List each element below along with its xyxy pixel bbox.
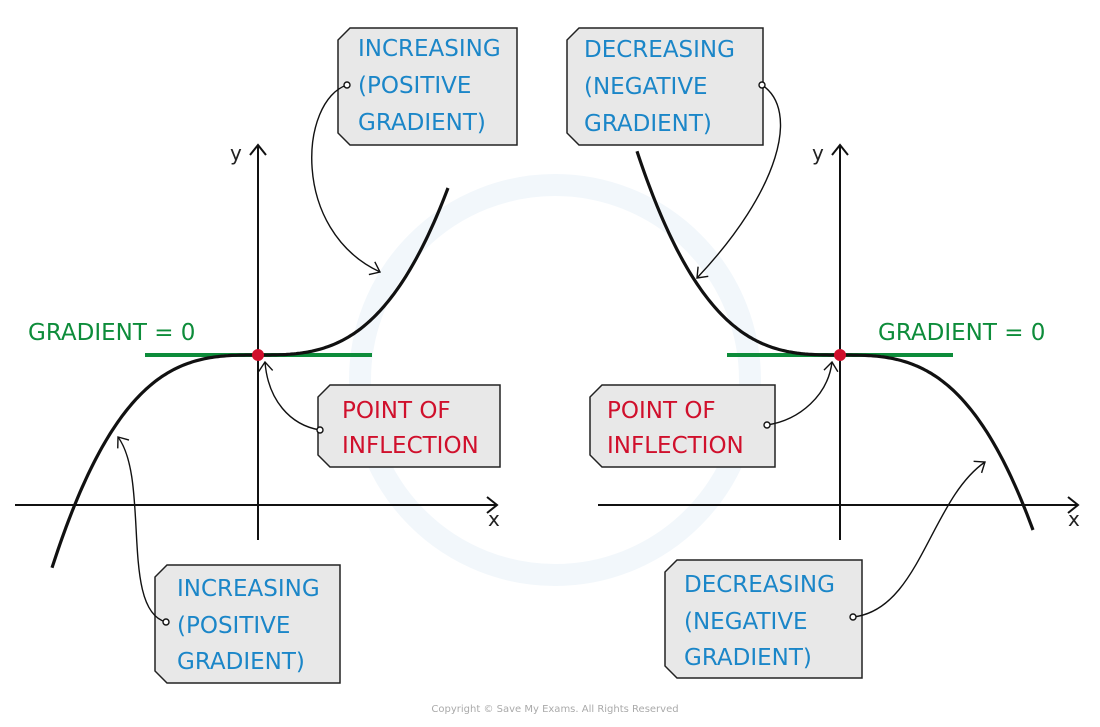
box-line: (NEGATIVE	[584, 74, 708, 100]
right-inflection-box: POINT OF INFLECTION	[589, 384, 776, 468]
box-line: POINT OF	[342, 398, 451, 424]
right-x-arrow-icon	[1067, 496, 1080, 514]
box-line: INFLECTION	[607, 433, 744, 459]
box-line: DECREASING	[684, 572, 835, 598]
right-top-box: DECREASING (NEGATIVE GRADIENT)	[566, 27, 764, 146]
left-inflection-point	[252, 349, 264, 361]
box-line: GRADIENT)	[177, 649, 305, 675]
connector-dot	[758, 81, 766, 89]
box-line: INFLECTION	[342, 433, 479, 459]
right-gradient-label: GRADIENT = 0	[878, 320, 1045, 346]
right-y-label: y	[812, 141, 824, 165]
arrow-icon	[311, 84, 382, 276]
arrow-icon	[696, 84, 782, 279]
left-x-label: x	[488, 507, 500, 531]
arrow-icon	[117, 436, 167, 623]
arrow-icon	[258, 360, 321, 431]
left-top-box: INCREASING (POSITIVE GRADIENT)	[337, 27, 518, 146]
connector-dot	[763, 421, 771, 429]
box-line: (NEGATIVE	[684, 609, 808, 635]
connector-dot	[316, 426, 324, 434]
watermark-logo	[349, 174, 761, 586]
left-x-arrow-icon	[486, 496, 499, 514]
left-cubic-curve	[50, 187, 450, 569]
box-line: (POSITIVE	[177, 613, 290, 639]
right-x-label: x	[1068, 507, 1080, 531]
connector-dot	[343, 81, 351, 89]
left-bottom-box: INCREASING (POSITIVE GRADIENT)	[154, 564, 341, 684]
left-y-arrow-icon	[249, 143, 267, 156]
left-inflection-box: POINT OF INFLECTION	[317, 384, 501, 468]
connector-dot	[849, 613, 857, 621]
left-graph: x y GRADIENT = 0 INCREASING (POSITIVE GR…	[15, 27, 518, 684]
box-line: GRADIENT)	[584, 111, 712, 137]
box-line: POINT OF	[607, 398, 716, 424]
box-line: INCREASING	[358, 36, 501, 62]
right-inflection-point	[834, 349, 846, 361]
arrow-icon	[852, 460, 986, 618]
left-y-label: y	[230, 141, 242, 165]
arrow-icon	[766, 360, 839, 426]
box-line: GRADIENT)	[358, 110, 486, 136]
left-gradient-label: GRADIENT = 0	[28, 320, 195, 346]
connector-dot	[162, 618, 170, 626]
right-bottom-box: DECREASING (NEGATIVE GRADIENT)	[664, 559, 863, 679]
copyright: Copyright © Save My Exams. All Rights Re…	[431, 704, 678, 715]
right-graph: x y GRADIENT = 0 DECREASING (NEGATIVE GR…	[566, 27, 1080, 679]
box-line: (POSITIVE	[358, 73, 471, 99]
right-y-arrow-icon	[831, 143, 849, 156]
box-line: INCREASING	[177, 576, 320, 602]
box-line: DECREASING	[584, 37, 735, 63]
box-line: GRADIENT)	[684, 645, 812, 671]
